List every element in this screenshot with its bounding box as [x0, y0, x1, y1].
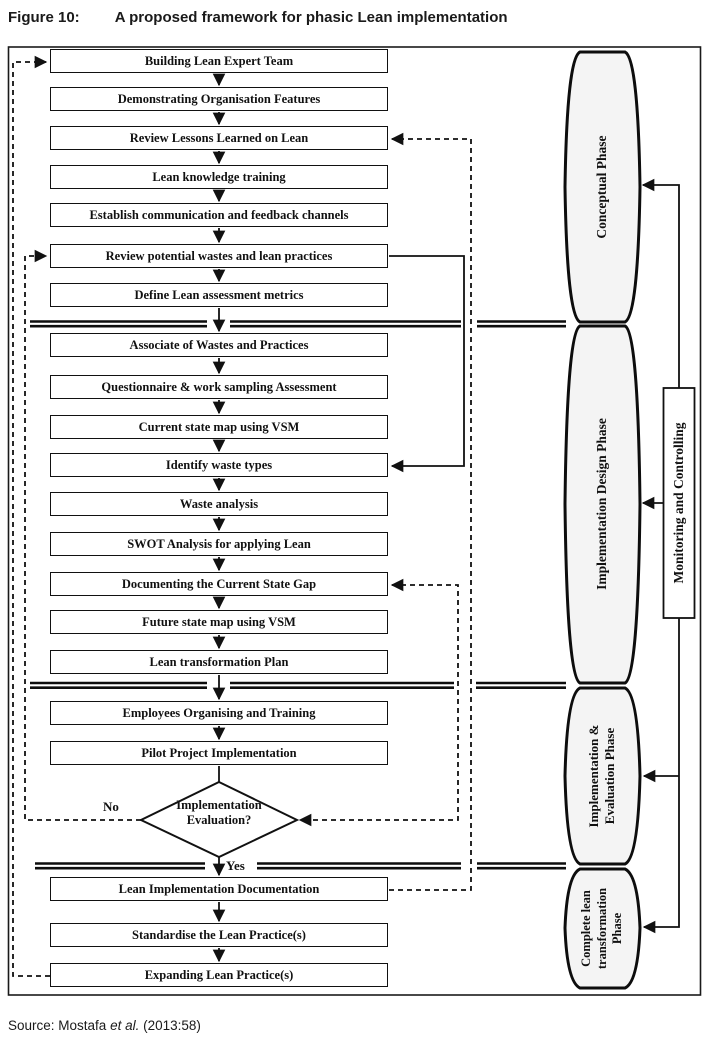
phase-label-implementation-design: Implementation Design Phase — [592, 339, 612, 669]
source-prefix: Source: Mostafa — [8, 1018, 111, 1033]
expanding-to-building-feedback — [12, 55, 50, 977]
phase-label-implementation-evaluation: Implementation & Evaluation Phase — [585, 691, 619, 861]
phase-label-text: Implementation Design Phase — [594, 418, 609, 590]
flow-box-future-state-map-vsm: Future state map using VSM — [50, 610, 388, 634]
no-branch-label: No — [103, 799, 119, 814]
monitoring-label: Monitoring and Controlling — [670, 390, 688, 616]
flow-box-swot-analysis: SWOT Analysis for applying Lean — [50, 532, 388, 556]
no-branch-feedback — [24, 249, 141, 821]
decision-label: Implementation Evaluation? — [144, 798, 294, 828]
phase-label-text: transformation Phase — [594, 887, 625, 970]
figure-caption: A proposed framework for phasic Lean imp… — [114, 9, 508, 26]
yes-branch-label: Yes — [226, 858, 245, 873]
decision-diamond — [138, 780, 300, 859]
phase-shape-conceptual — [563, 50, 642, 324]
phase-label-text: Implementation & — [586, 724, 601, 828]
decision-line-1: Implementation — [176, 798, 262, 812]
phase-label-text: Evaluation Phase — [602, 727, 617, 825]
flow-box-employees-organising-training: Employees Organising and Training — [50, 701, 388, 725]
flow-box-lean-knowledge-training: Lean knowledge training — [50, 165, 388, 189]
source-etal: et al. — [110, 1018, 140, 1033]
source-suffix: (2013:58) — [139, 1018, 201, 1033]
flow-box-identify-waste-types: Identify waste types — [50, 453, 388, 477]
flow-box-review-potential-wastes: Review potential wastes and lean practic… — [50, 244, 388, 268]
flow-box-questionnaire-work-sampling: Questionnaire & work sampling Assessment — [50, 375, 388, 399]
monitoring-connectors — [641, 178, 680, 934]
feedback-dashed-lines — [12, 55, 472, 977]
phase-label-text: Conceptual Phase — [594, 135, 609, 239]
documentation-to-review-lessons-feedback — [389, 132, 472, 891]
figure-number: Figure 10: — [8, 9, 80, 26]
flow-box-documenting-state-gap: Documenting the Current State Gap — [50, 572, 388, 596]
monitoring-box — [662, 387, 696, 619]
figure-border — [7, 46, 702, 996]
flow-box-establish-communication: Establish communication and feedback cha… — [50, 203, 388, 227]
phase-label-conceptual: Conceptual Phase — [592, 67, 612, 307]
flow-box-lean-implementation-documentation: Lean Implementation Documentation — [50, 877, 388, 901]
source-citation: Source: Mostafa et al. (2013:58) — [8, 1018, 201, 1033]
phase-label-complete-transformation: Complete lean transformation Phase — [579, 872, 624, 985]
flow-box-define-assessment-metrics: Define Lean assessment metrics — [50, 283, 388, 307]
flow-box-expanding-lean-practices: Expanding Lean Practice(s) — [50, 963, 388, 987]
decision-line-2: Evaluation? — [186, 813, 252, 827]
flow-box-demonstrating-organisation: Demonstrating Organisation Features — [50, 87, 388, 111]
phase-shape-implementation-design — [563, 324, 642, 685]
phase-label-text: Complete lean — [579, 890, 594, 967]
gap-evaluation-feedback — [298, 578, 459, 827]
monitoring-label-text: Monitoring and Controlling — [671, 422, 686, 584]
flow-box-current-state-map-vsm: Current state map using VSM — [50, 415, 388, 439]
flow-box-building-lean-expert-team: Building Lean Expert Team — [50, 49, 388, 73]
phase-shape-implementation-evaluation — [563, 686, 642, 866]
figure-title: Figure 10: A proposed framework for phasi… — [8, 9, 508, 26]
wastes-to-identify-connector — [389, 255, 465, 473]
flow-box-associate-wastes-practices: Associate of Wastes and Practices — [50, 333, 388, 357]
flow-box-review-lessons-learned: Review Lessons Learned on Lean — [50, 126, 388, 150]
flow-box-waste-analysis: Waste analysis — [50, 492, 388, 516]
phase-shapes — [563, 50, 642, 990]
flow-box-pilot-project-implementation: Pilot Project Implementation — [50, 741, 388, 765]
flow-box-lean-transformation-plan: Lean transformation Plan — [50, 650, 388, 674]
flow-box-standardise-lean-practices: Standardise the Lean Practice(s) — [50, 923, 388, 947]
phase-shape-complete-transformation — [563, 867, 642, 990]
